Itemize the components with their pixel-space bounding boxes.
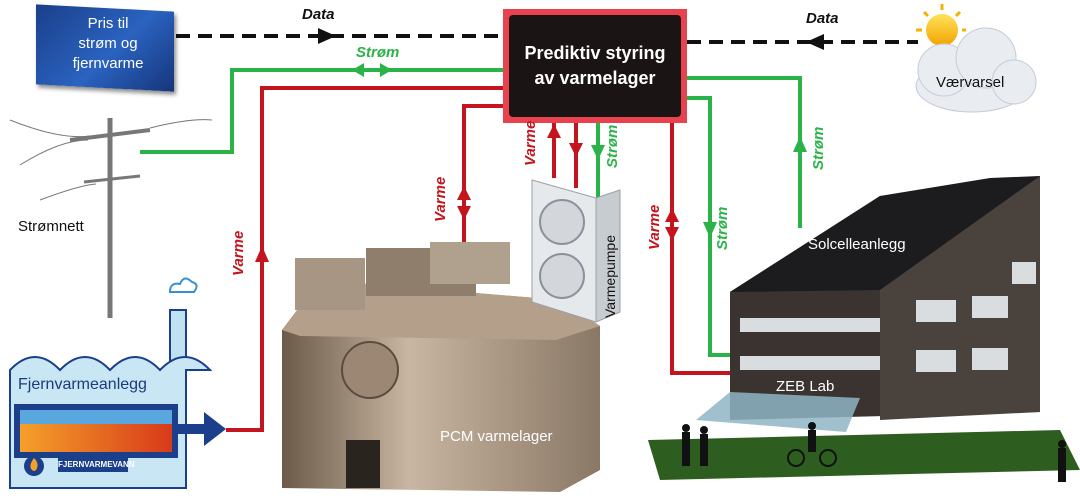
arrow-down-icon bbox=[665, 227, 679, 241]
weather-icon bbox=[915, 4, 1037, 113]
district-heating-label: Fjernvarmeanlegg bbox=[18, 376, 147, 393]
heat-line-building bbox=[670, 123, 740, 375]
arrow-down-icon bbox=[591, 145, 605, 160]
district-heating-tag: FJERNVARMEVANN bbox=[58, 458, 135, 472]
price-line-3: fjernvarme bbox=[72, 55, 144, 72]
people-silhouettes bbox=[682, 422, 1066, 482]
solar-canopy bbox=[696, 392, 860, 432]
power-label-building: Strøm bbox=[714, 206, 731, 250]
zeb-lab-building bbox=[648, 176, 1080, 480]
arrow-up-icon bbox=[255, 246, 269, 262]
data-line-price bbox=[176, 28, 503, 44]
arrow-right-icon bbox=[204, 412, 226, 446]
power-label-heatpump: Strøm bbox=[604, 124, 621, 168]
price-sign-text: Pris til strøm og fjernvarme bbox=[46, 14, 170, 74]
building-label: ZEB Lab bbox=[776, 378, 835, 395]
heat-label-building: Varme bbox=[646, 204, 663, 250]
power-line-solar bbox=[687, 76, 802, 228]
arrow-down-icon bbox=[569, 143, 583, 157]
heat-line-storage bbox=[462, 104, 503, 258]
power-line-grid bbox=[140, 68, 503, 154]
double-arrow-icon bbox=[352, 63, 364, 77]
price-line-1: Pris til bbox=[87, 15, 129, 32]
arrow-down-icon bbox=[457, 206, 471, 220]
power-label-grid: Strøm bbox=[356, 44, 400, 61]
arrow-up-icon bbox=[793, 136, 807, 152]
solar-label: Solcelleanlegg bbox=[808, 236, 906, 253]
arrow-up-icon bbox=[457, 186, 471, 200]
data-label-price: Data bbox=[302, 6, 335, 23]
fan-icon bbox=[539, 253, 585, 299]
double-arrow-icon bbox=[380, 63, 392, 77]
price-line-2: strøm og bbox=[78, 35, 138, 52]
data-label-weather: Data bbox=[806, 10, 839, 27]
weather-label: Værvarsel bbox=[936, 74, 1005, 91]
controller-line-1: Prediktiv styring bbox=[524, 43, 666, 63]
power-pole-icon bbox=[9, 118, 213, 318]
grid-label: Strømnett bbox=[18, 218, 84, 235]
data-line-weather bbox=[687, 34, 918, 50]
fan-icon bbox=[539, 199, 585, 245]
heat-pump-label: Varmepumpe bbox=[602, 234, 618, 318]
arrow-left-icon bbox=[806, 34, 824, 50]
controller-label: Prediktiv styring av varmelager bbox=[509, 15, 681, 117]
predictive-controller-box: Prediktiv styring av varmelager bbox=[503, 9, 687, 123]
heat-label-heatpump: Varme bbox=[522, 120, 539, 166]
arrow-down-icon bbox=[703, 222, 717, 238]
pcm-storage-unit bbox=[282, 242, 600, 492]
heat-pump-unit bbox=[531, 179, 621, 323]
arrow-up-icon bbox=[547, 124, 561, 138]
arrow-up-icon bbox=[665, 208, 679, 222]
heat-label-plant: Varme bbox=[230, 230, 247, 276]
heat-label-storage: Varme bbox=[432, 176, 449, 222]
storage-label: PCM varmelager bbox=[440, 428, 553, 445]
district-heating-plant bbox=[9, 277, 226, 489]
controller-line-2: av varmelager bbox=[534, 68, 656, 88]
power-label-solar: Strøm bbox=[810, 126, 827, 170]
arrow-right-icon bbox=[318, 28, 336, 44]
